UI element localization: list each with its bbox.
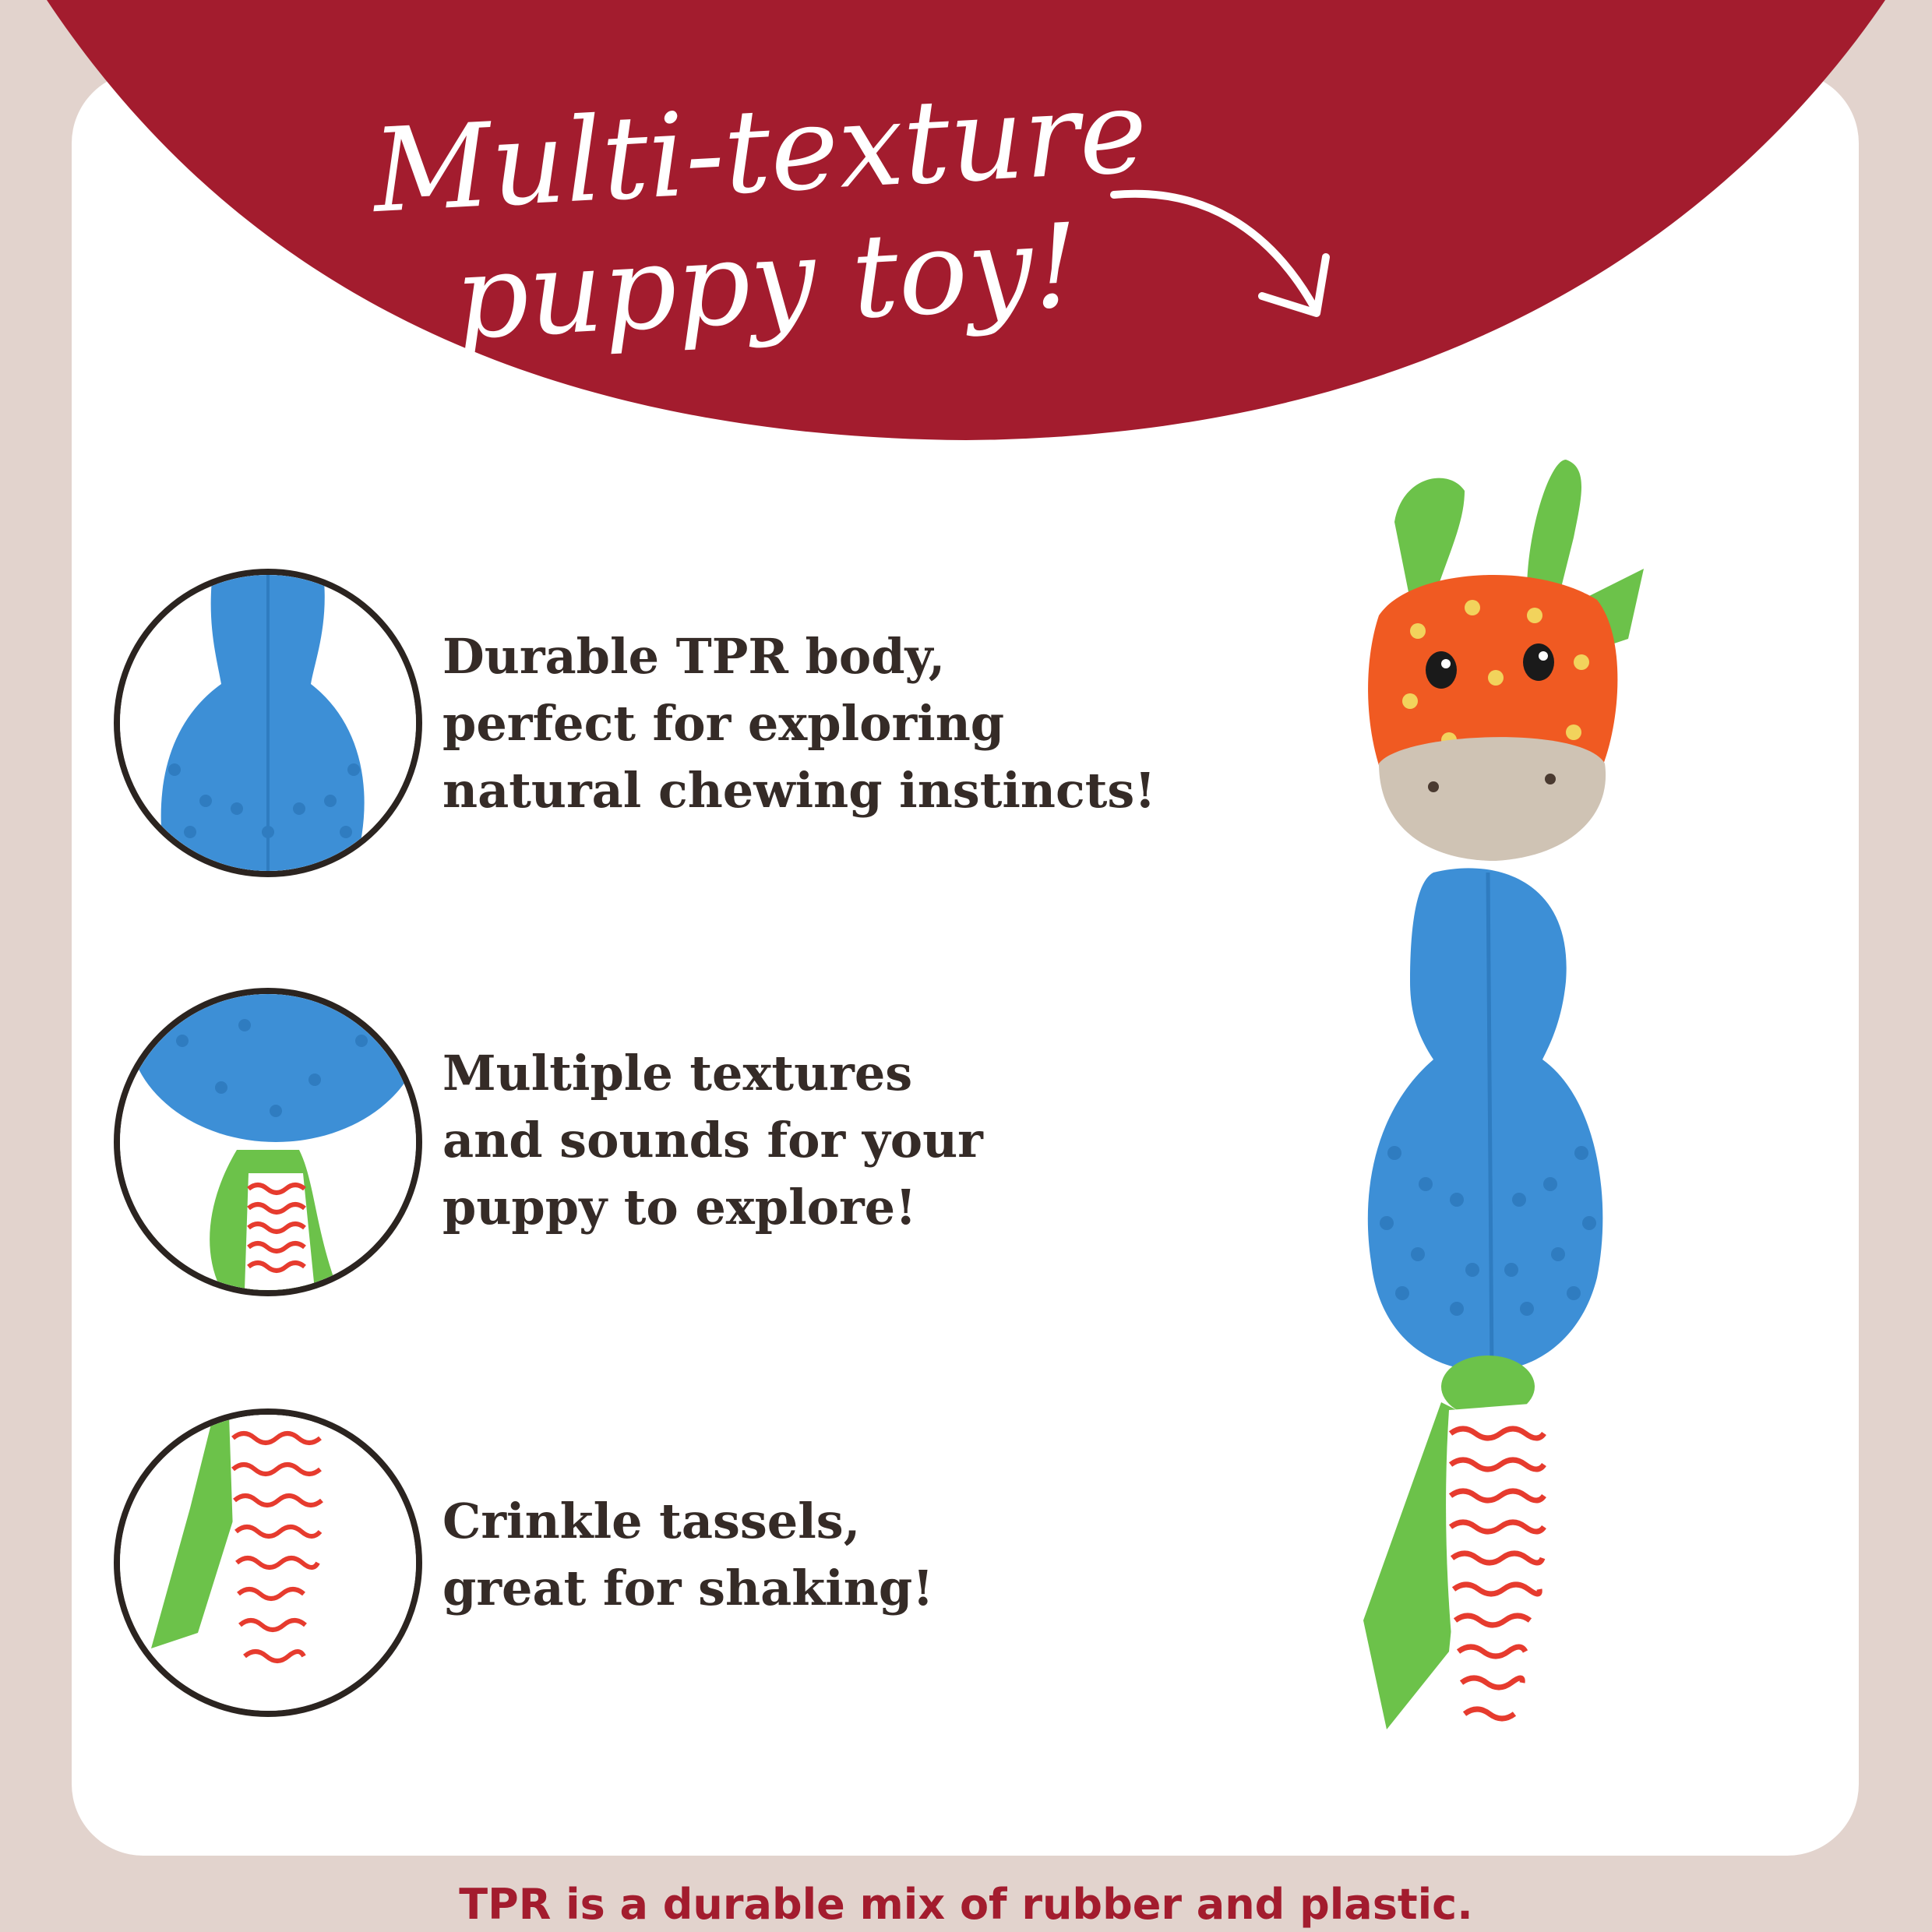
feature-text-textures: Multiple textures and sounds for your pu… xyxy=(442,1040,983,1241)
tassel-closeup-icon xyxy=(114,1408,422,1717)
feature-1-line-1: Durable TPR body, xyxy=(442,628,946,685)
puppy-toy-image xyxy=(1363,460,1644,1768)
tpr-body-closeup-icon xyxy=(114,569,422,877)
feature-2-line-3: puppy to explore! xyxy=(442,1179,917,1236)
feature-3-line-2: great for shaking! xyxy=(442,1560,934,1616)
curved-arrow-icon xyxy=(1110,189,1330,317)
feature-3-line-1: Crinkle tassels, xyxy=(442,1493,861,1549)
tpr-footnote: TPR is a durable mix of rubber and plast… xyxy=(459,1880,1473,1929)
headline-banner xyxy=(47,0,1885,440)
feature-1-line-3: natural chewing instincts! xyxy=(442,762,1156,819)
feature-text-tassels: Crinkle tassels, great for shaking! xyxy=(442,1488,933,1622)
feature-2-line-2: and sounds for your xyxy=(442,1112,983,1169)
feature-2-line-1: Multiple textures xyxy=(442,1045,913,1102)
feature-1-line-2: perfect for exploring xyxy=(442,695,1005,752)
feature-text-tpr-body: Durable TPR body, perfect for exploring … xyxy=(442,623,1155,824)
textures-closeup-icon xyxy=(114,988,422,1296)
